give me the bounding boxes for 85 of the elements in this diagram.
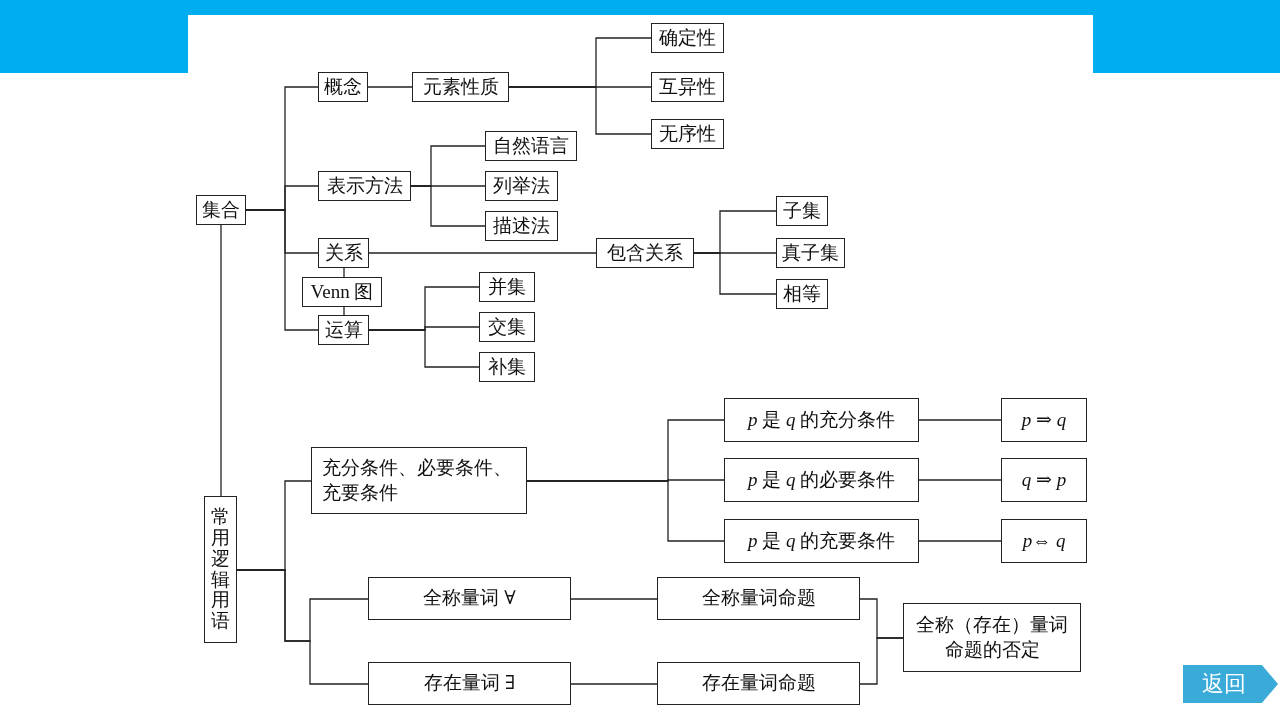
connector-line bbox=[859, 637, 904, 685]
connector-line bbox=[368, 252, 597, 254]
topic-label: 集合 bbox=[202, 197, 240, 222]
topic-label: 自然语言 bbox=[493, 133, 569, 158]
topic-label: q ⇒ p bbox=[1021, 467, 1067, 492]
topic-box bbox=[1001, 519, 1087, 563]
topic-label: 元素性质 bbox=[422, 74, 499, 99]
topic-label: 无序性 bbox=[659, 121, 716, 146]
topic-label: p 是 q 的充分条件 bbox=[747, 407, 896, 432]
topic-label: p⇔ q bbox=[1022, 528, 1066, 553]
topic-box bbox=[479, 352, 535, 382]
topic-box bbox=[724, 398, 919, 442]
topic-label: 存在量词命题 bbox=[701, 671, 816, 696]
topic-box bbox=[196, 195, 246, 225]
topic-box bbox=[657, 662, 860, 705]
connector-line bbox=[918, 419, 1002, 421]
connector-line bbox=[526, 480, 725, 542]
topic-label: p 是 q 的充要条件 bbox=[747, 528, 896, 553]
connector-line bbox=[508, 86, 652, 135]
topic-box bbox=[311, 447, 527, 514]
topic-box bbox=[596, 238, 694, 268]
connector-line bbox=[918, 540, 1002, 542]
topic-box bbox=[479, 312, 535, 342]
topic-box bbox=[302, 277, 382, 307]
topic-label: 全称量词 ∀ bbox=[423, 586, 516, 611]
topic-box bbox=[479, 272, 535, 302]
connector-line bbox=[368, 329, 480, 368]
topic-box bbox=[318, 171, 411, 201]
back-button: 返回 bbox=[1183, 665, 1278, 703]
topic-box bbox=[724, 519, 919, 563]
topic-box bbox=[651, 119, 724, 149]
topic-label: 概念 bbox=[324, 74, 362, 99]
topic-label: 全称量词命题 bbox=[701, 586, 816, 611]
topic-label: 交集 bbox=[488, 314, 526, 339]
connector-line bbox=[410, 185, 486, 227]
topic-label: 常用逻辑用语 bbox=[211, 506, 230, 633]
topic-label: 列举法 bbox=[493, 173, 550, 198]
connector-line bbox=[570, 683, 658, 685]
topic-box bbox=[1001, 458, 1087, 502]
topic-box bbox=[368, 662, 571, 705]
topic-box bbox=[368, 577, 571, 620]
topic-label: Venn 图 bbox=[310, 279, 374, 304]
topic-label: 真子集 bbox=[782, 240, 839, 265]
topic-label: 描述法 bbox=[493, 213, 550, 238]
topic-box bbox=[1001, 398, 1087, 442]
topic-label: 并集 bbox=[488, 274, 526, 299]
topic-label: p ⇒ q bbox=[1021, 407, 1067, 432]
topic-box bbox=[651, 23, 724, 53]
topic-label: 确定性 bbox=[659, 25, 716, 50]
topic-box bbox=[318, 238, 369, 268]
topic-box bbox=[485, 211, 558, 241]
connector-line bbox=[343, 267, 345, 278]
topic-label: 表示方法 bbox=[326, 173, 403, 198]
topic-label: 包含关系 bbox=[607, 240, 683, 265]
topic-label: 补集 bbox=[488, 354, 526, 379]
connector-line bbox=[245, 209, 319, 331]
topic-box bbox=[657, 577, 860, 620]
topic-label: 充分条件、必要条件、充要条件 bbox=[322, 455, 513, 505]
connector-line bbox=[220, 224, 222, 497]
connector-line bbox=[693, 252, 777, 295]
connector-line bbox=[367, 86, 413, 88]
topic-box bbox=[776, 279, 828, 309]
topic-label: 子集 bbox=[783, 198, 821, 223]
connector-line bbox=[918, 479, 1002, 481]
topic-box bbox=[903, 603, 1081, 672]
topic-label: p 是 q 的必要条件 bbox=[747, 467, 896, 492]
connector-line bbox=[236, 569, 369, 685]
topic-box bbox=[776, 238, 845, 268]
connector-line bbox=[343, 306, 345, 316]
topic-label: 相等 bbox=[783, 281, 821, 306]
topic-box bbox=[776, 196, 828, 226]
topic-box bbox=[724, 458, 919, 502]
topic-label: 运算 bbox=[324, 317, 363, 342]
connector-line bbox=[570, 598, 658, 600]
topic-box bbox=[204, 496, 237, 643]
topic-box bbox=[318, 315, 369, 345]
topic-label: 互异性 bbox=[659, 74, 716, 99]
topic-label: 关系 bbox=[324, 240, 363, 265]
topic-box bbox=[485, 131, 577, 161]
topic-box bbox=[485, 171, 558, 201]
topic-box bbox=[318, 72, 368, 102]
topic-box bbox=[651, 72, 724, 102]
topic-label: 全称（存在）量词命题的否定 bbox=[915, 612, 1069, 662]
topic-box bbox=[412, 72, 509, 102]
topic-label: 存在量词 ∃ bbox=[423, 671, 516, 696]
